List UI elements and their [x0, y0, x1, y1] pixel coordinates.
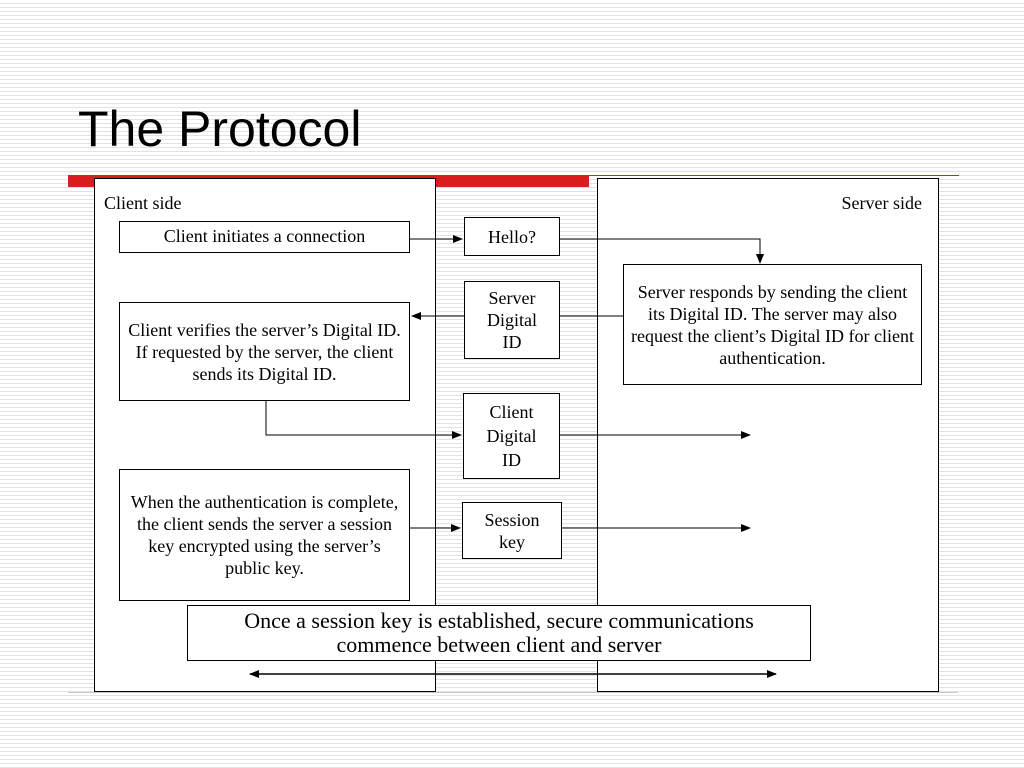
hello-message: Hello? [464, 217, 560, 256]
client-digital-id-message: Client Digital ID [463, 393, 560, 479]
top-rule [589, 175, 959, 176]
client-session-key-box: When the authentication is complete, the… [119, 469, 410, 601]
server-responds-box: Server responds by sending the client it… [623, 264, 922, 385]
server-side-label: Server side [841, 193, 922, 213]
server-digital-id-message: Server Digital ID [464, 281, 560, 359]
session-established-box: Once a session key is established, secur… [187, 605, 811, 661]
bottom-rule [68, 692, 958, 693]
session-key-message: Session key [462, 502, 562, 559]
slide-title: The Protocol [78, 101, 362, 157]
client-verifies-box: Client verifies the server’s Digital ID.… [119, 302, 410, 401]
client-side-label: Client side [104, 193, 182, 213]
client-initiates-box: Client initiates a connection [119, 221, 410, 253]
